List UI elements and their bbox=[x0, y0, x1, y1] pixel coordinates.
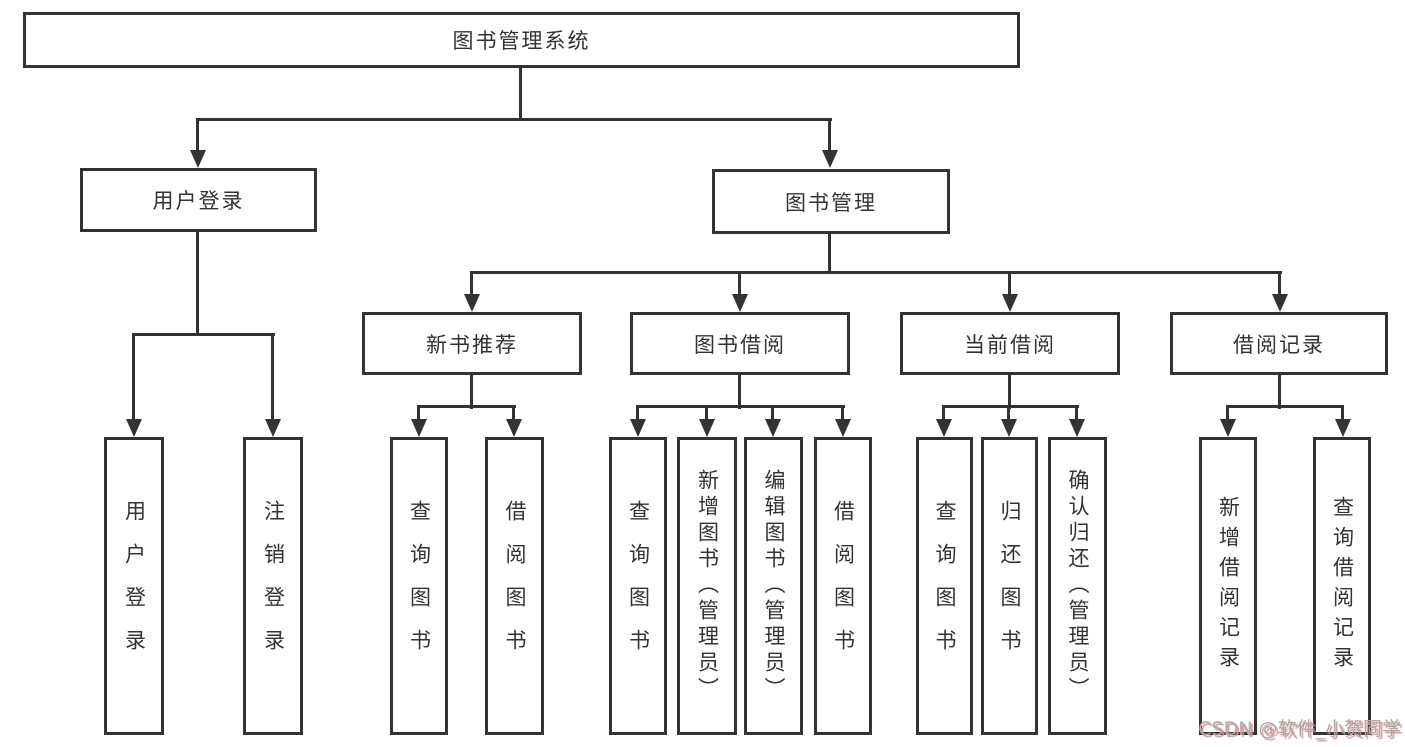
arrowhead-icon bbox=[936, 419, 952, 437]
connector-line bbox=[1278, 375, 1281, 409]
connector-line bbox=[828, 234, 831, 273]
connector-line bbox=[636, 405, 845, 408]
connector-line bbox=[1007, 405, 1010, 421]
connector-line bbox=[196, 118, 199, 154]
connector-line bbox=[1226, 405, 1344, 408]
node-book-borrow: 图书借阅 bbox=[630, 312, 850, 375]
node-return-books-label: 归还图书 bbox=[998, 500, 1022, 672]
connector-line bbox=[738, 271, 741, 297]
node-current-borrow: 当前借阅 bbox=[900, 312, 1120, 375]
connector-line bbox=[196, 118, 832, 121]
node-borrow-records-label: 借阅记录 bbox=[1233, 332, 1325, 357]
node-borrow-query-books-label: 查询图书 bbox=[626, 500, 651, 672]
node-recommend-borrow-books-label: 借阅图书 bbox=[503, 500, 527, 672]
arrowhead-icon bbox=[1001, 419, 1017, 437]
node-recommend-query-books-label: 查询图书 bbox=[407, 500, 432, 672]
node-borrow-records: 借阅记录 bbox=[1170, 312, 1388, 375]
connector-line bbox=[470, 271, 473, 297]
connector-line bbox=[470, 271, 1282, 274]
node-book-management: 图书管理 bbox=[712, 169, 950, 234]
node-current-query-books: 查询图书 bbox=[916, 437, 973, 735]
connector-line bbox=[1278, 271, 1281, 297]
arrowhead-icon bbox=[411, 419, 427, 437]
node-borrow-books-leaf: 借阅图书 bbox=[814, 437, 872, 735]
connector-line bbox=[1008, 271, 1011, 297]
node-new-book-recommend: 新书推荐 bbox=[362, 312, 582, 375]
connector-line bbox=[271, 333, 274, 421]
csdn-watermark: CSDN @软件_小贺同学 bbox=[1198, 718, 1401, 740]
node-book-management-label: 图书管理 bbox=[785, 190, 877, 215]
node-return-books: 归还图书 bbox=[981, 437, 1038, 735]
arrowhead-icon bbox=[265, 419, 281, 437]
connector-line bbox=[738, 375, 741, 409]
connector-line bbox=[132, 333, 275, 336]
connector-line bbox=[512, 405, 515, 421]
node-query-borrow-record: 查询借阅记录 bbox=[1313, 437, 1371, 735]
arrowhead-icon bbox=[464, 294, 480, 312]
connector-line bbox=[841, 405, 844, 421]
connector-line bbox=[636, 405, 639, 421]
connector-line bbox=[705, 405, 708, 421]
node-user-login-leaf-label: 用户登录 bbox=[122, 500, 147, 672]
node-logout-leaf: 注销登录 bbox=[243, 437, 303, 735]
node-add-borrow-record-label: 新增借阅记录 bbox=[1216, 496, 1241, 676]
node-add-borrow-record: 新增借阅记录 bbox=[1199, 437, 1257, 735]
connector-line bbox=[942, 405, 1079, 408]
node-confirm-return-admin: 确认归还（管理员） bbox=[1048, 437, 1107, 735]
connector-line bbox=[132, 333, 135, 421]
arrowhead-icon bbox=[1220, 419, 1236, 437]
node-borrow-query-books: 查询图书 bbox=[609, 437, 667, 735]
node-add-books-admin: 新增图书（管理员） bbox=[677, 437, 737, 735]
connector-line bbox=[942, 405, 945, 421]
node-new-book-recommend-label: 新书推荐 bbox=[426, 332, 518, 357]
connector-line bbox=[771, 405, 774, 421]
arrowhead-icon bbox=[506, 419, 522, 437]
node-user-login-leaf: 用户登录 bbox=[104, 437, 164, 735]
arrowhead-icon bbox=[1002, 294, 1018, 312]
node-root-label: 图书管理系统 bbox=[452, 29, 591, 53]
node-current-borrow-label: 当前借阅 bbox=[964, 332, 1056, 357]
connector-line bbox=[1008, 375, 1011, 409]
node-book-borrow-label: 图书借阅 bbox=[694, 332, 786, 357]
connector-line bbox=[1341, 405, 1344, 421]
node-user-login-label: 用户登录 bbox=[152, 189, 245, 213]
arrowhead-icon bbox=[822, 150, 838, 168]
connector-line bbox=[828, 118, 831, 154]
arrowhead-icon bbox=[732, 294, 748, 312]
connector-line bbox=[470, 375, 473, 409]
node-recommend-borrow-books: 借阅图书 bbox=[485, 437, 544, 735]
node-current-query-books-label: 查询图书 bbox=[933, 500, 957, 672]
connector-line bbox=[417, 405, 516, 408]
node-edit-books-admin: 编辑图书（管理员） bbox=[744, 437, 803, 735]
node-logout-leaf-label: 注销登录 bbox=[261, 500, 286, 672]
arrowhead-icon bbox=[1335, 419, 1351, 437]
arrowhead-icon bbox=[630, 419, 646, 437]
node-user-login: 用户登录 bbox=[80, 168, 317, 232]
arrowhead-icon bbox=[126, 419, 142, 437]
node-confirm-return-admin-label: 确认归还（管理员） bbox=[1066, 469, 1090, 703]
node-root: 图书管理系统 bbox=[23, 12, 1020, 68]
connector-line bbox=[1226, 405, 1229, 421]
arrowhead-icon bbox=[699, 419, 715, 437]
node-edit-books-admin-label: 编辑图书（管理员） bbox=[762, 469, 786, 703]
connector-line bbox=[196, 232, 199, 336]
connector-line bbox=[417, 405, 420, 421]
connector-line bbox=[1075, 405, 1078, 421]
node-query-borrow-record-label: 查询借阅记录 bbox=[1330, 496, 1355, 676]
arrowhead-icon bbox=[835, 419, 851, 437]
arrowhead-icon bbox=[1069, 419, 1085, 437]
node-add-books-admin-label: 新增图书（管理员） bbox=[695, 469, 720, 703]
node-recommend-query-books: 查询图书 bbox=[390, 437, 448, 735]
arrowhead-icon bbox=[190, 150, 206, 168]
connector-line bbox=[519, 68, 522, 121]
node-borrow-books-leaf-label: 借阅图书 bbox=[831, 500, 856, 672]
arrowhead-icon bbox=[765, 419, 781, 437]
arrowhead-icon bbox=[1272, 294, 1288, 312]
